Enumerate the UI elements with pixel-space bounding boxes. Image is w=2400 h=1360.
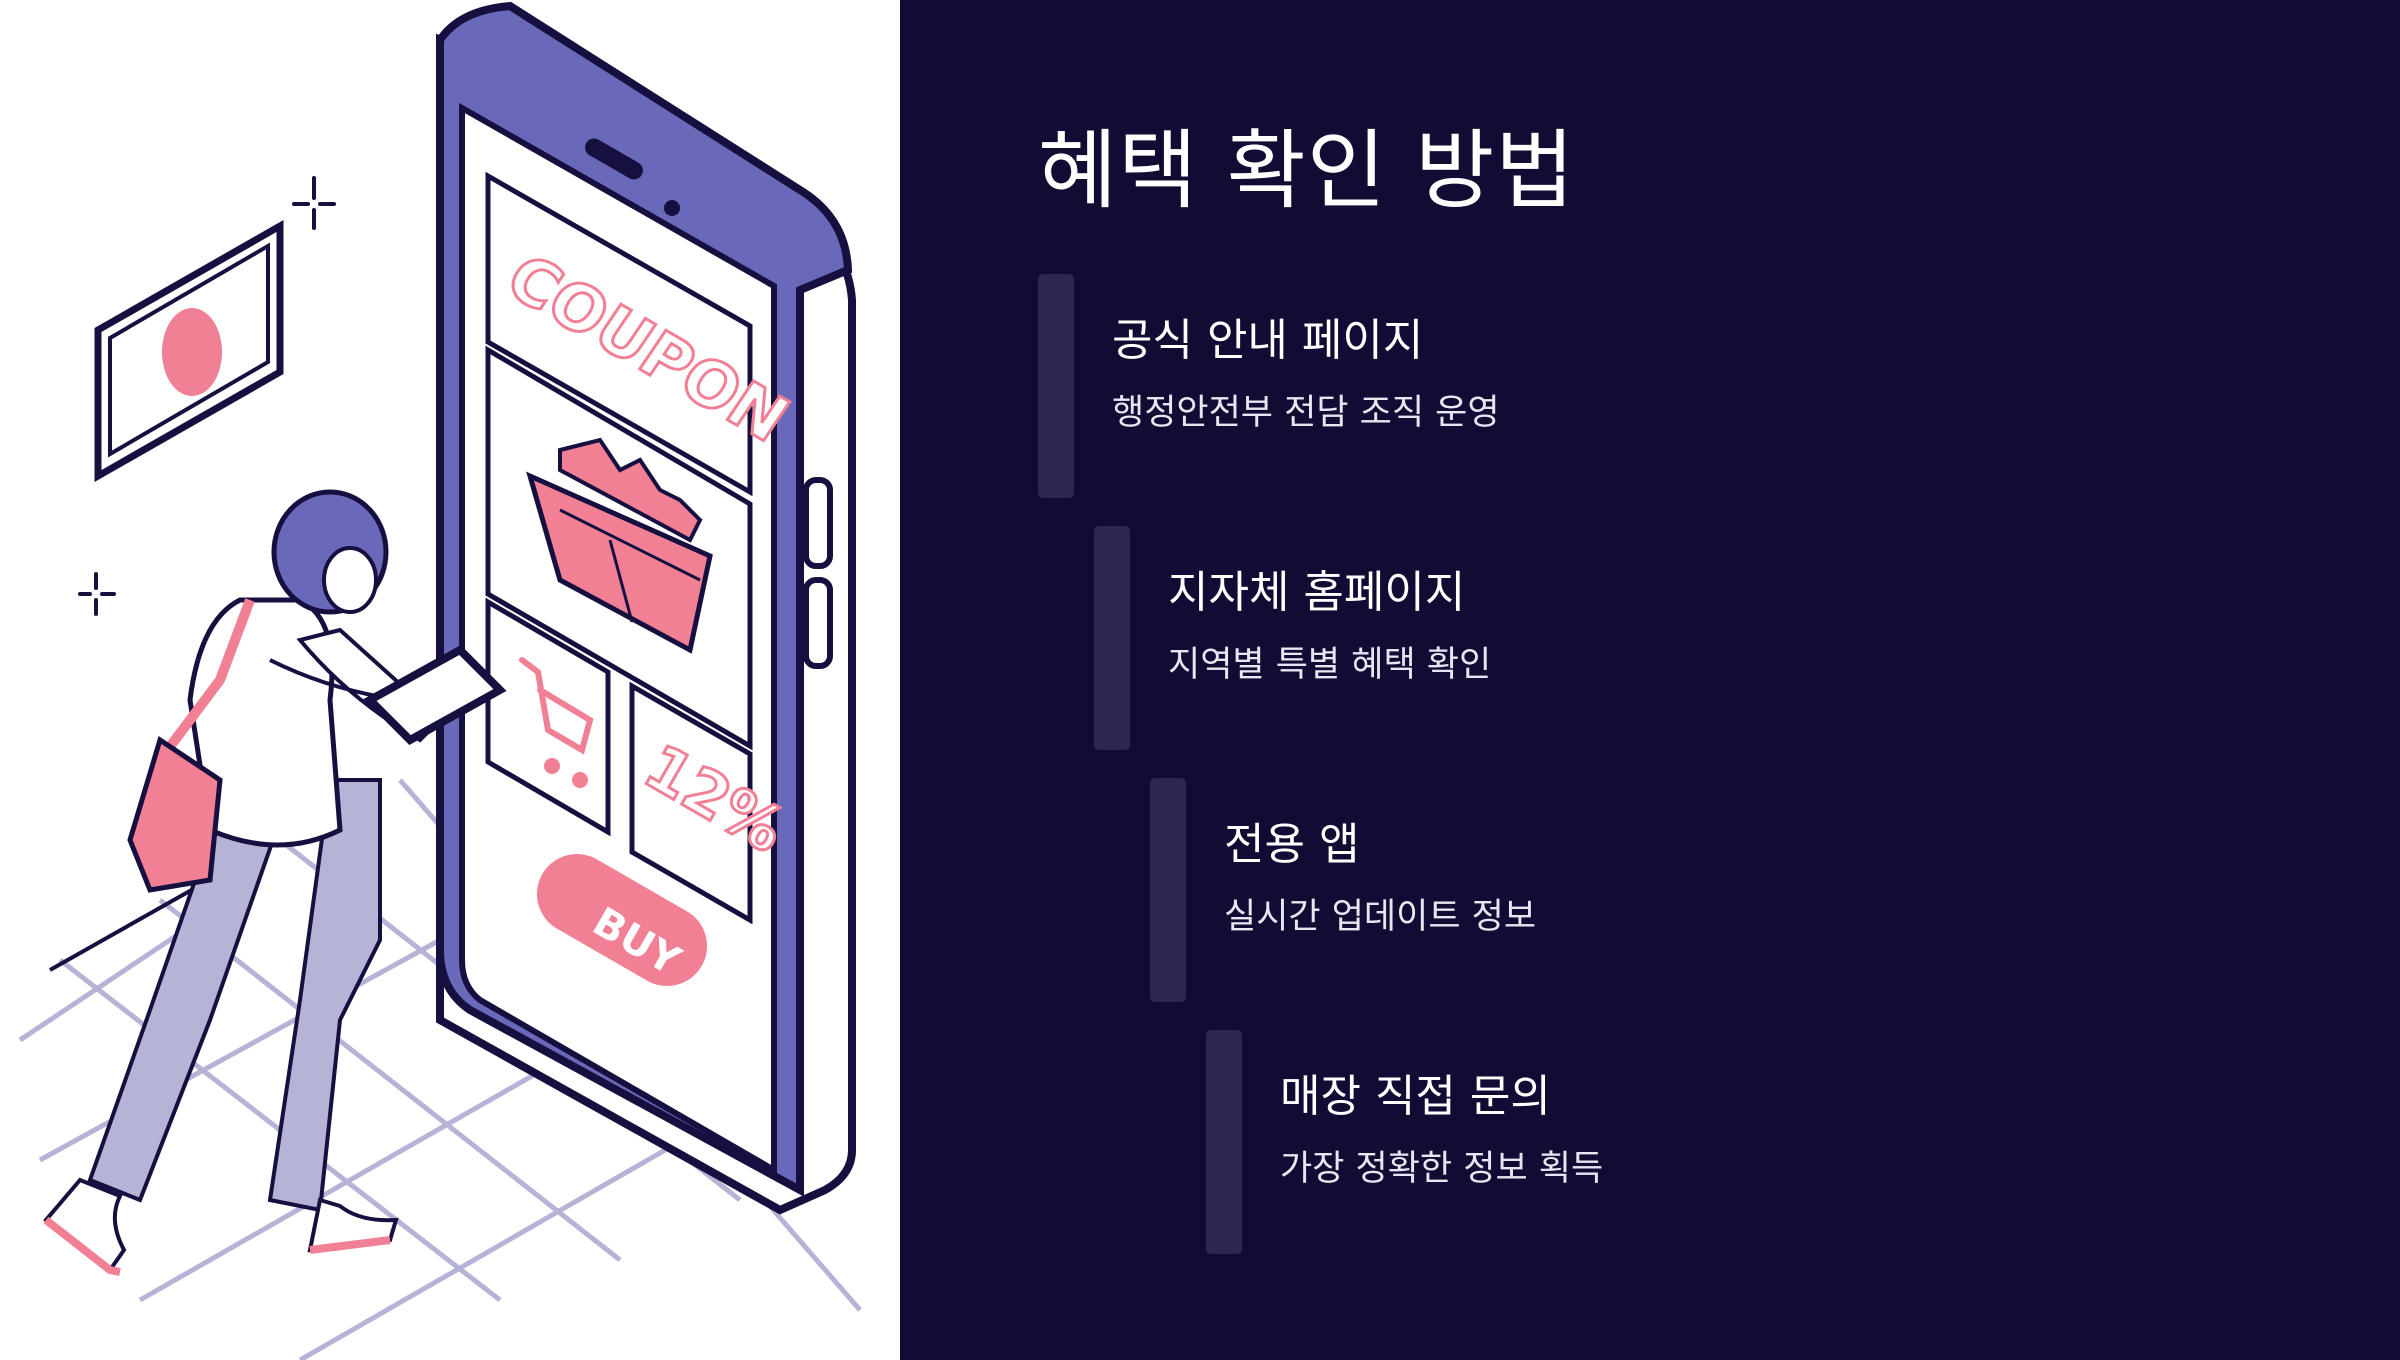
cart-icon <box>519 657 594 788</box>
content-panel: 혜택 확인 방법 공식 안내 페이지 행정안전부 전담 조직 운영 지자체 홈페… <box>900 0 2400 1360</box>
person-illustration <box>43 489 507 1276</box>
step-title: 공식 안내 페이지 <box>1112 315 1424 366</box>
step-item-store-inquiry: 매장 직접 문의 가장 정확한 정보 획득 <box>1206 1030 1906 1254</box>
step-bar <box>1150 778 1186 1002</box>
sparkle-icon <box>78 176 336 616</box>
phone-illustration: COUPON 12% BUY <box>436 1 856 1215</box>
step-bar <box>1038 274 1074 498</box>
step-title: 매장 직접 문의 <box>1280 1071 1551 1122</box>
shopping-illustration: COUPON 12% BUY <box>18 1 862 1360</box>
page-title: 혜택 확인 방법 <box>1038 121 1576 221</box>
fries-icon <box>526 437 713 654</box>
step-description: 행정안전부 전담 조직 운영 <box>1112 393 1500 433</box>
step-description: 실시간 업데이트 정보 <box>1224 897 1537 937</box>
step-bar <box>1094 526 1130 750</box>
step-description: 지역별 특별 혜택 확인 <box>1168 645 1492 685</box>
step-item-official-page: 공식 안내 페이지 행정안전부 전담 조직 운영 <box>1038 274 1738 498</box>
wall-picture <box>94 219 284 483</box>
step-item-local-government: 지자체 홈페이지 지역별 특별 혜택 확인 <box>1094 526 1794 750</box>
step-title: 전용 앱 <box>1224 819 1360 870</box>
illustration-panel: COUPON 12% BUY <box>0 0 900 1360</box>
step-title: 지자체 홈페이지 <box>1168 567 1466 618</box>
step-bar <box>1206 1030 1242 1254</box>
step-item-dedicated-app: 전용 앱 실시간 업데이트 정보 <box>1150 778 1850 1002</box>
step-description: 가장 정확한 정보 획득 <box>1280 1149 1604 1189</box>
